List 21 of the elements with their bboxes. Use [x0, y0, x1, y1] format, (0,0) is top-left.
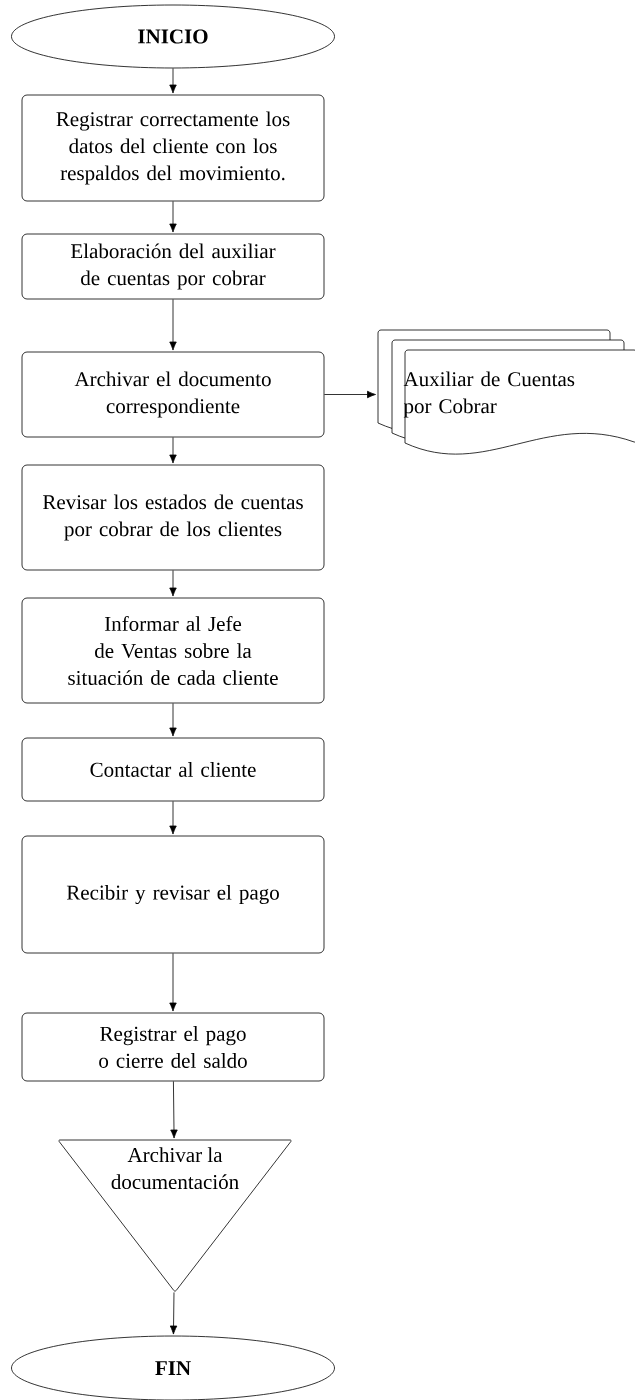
arrow: [170, 1081, 178, 1139]
arrow: [169, 299, 177, 351]
process-box: Contactar al cliente: [21, 737, 325, 802]
arrow: [169, 68, 177, 94]
arrow: [169, 437, 177, 464]
process-box: Registrar el pago o cierre del saldo: [21, 1012, 325, 1082]
process-box: Archivar el documento correspondiente: [21, 351, 325, 438]
arrow: [169, 953, 177, 1012]
process-box: Recibir y revisar el pago: [21, 835, 325, 954]
arrow: [169, 801, 177, 835]
arrow: [169, 703, 177, 737]
document-stack: Auxiliar de Cuentas por Cobrar: [377, 329, 635, 455]
process-box: Informar al Jefe de Ventas sobre la situación de cada cliente: [21, 597, 325, 704]
arrow: [324, 390, 376, 399]
merge-triangle: Archivar la documentación: [58, 1139, 292, 1292]
process-box: Elaboración del auxiliar de cuentas por cobrar: [21, 233, 325, 300]
arrow: [169, 1292, 178, 1335]
arrow: [169, 570, 177, 597]
process-box: Registrar correctamente los datos del cliente con los respaldos del movimiento.: [21, 94, 325, 202]
process-box: Revisar los estados de cuentas por cobrar de los clientes: [21, 464, 325, 571]
arrow: [169, 201, 177, 233]
